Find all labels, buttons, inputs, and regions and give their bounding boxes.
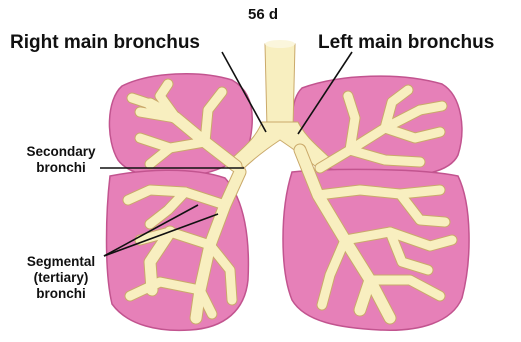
label-segmental-bronchi: Segmental (tertiary) bronchi — [18, 254, 104, 302]
label-left-main-bronchus: Left main bronchus — [318, 33, 494, 52]
label-secondary-bronchi: Secondary bronchi — [18, 144, 104, 176]
bronchus-branch — [132, 98, 150, 104]
stage-title: 56 d — [248, 7, 278, 22]
label-right-main-bronchus: Right main bronchus — [10, 33, 200, 52]
label-segmental-line-1: Segmental — [18, 254, 104, 270]
label-secondary-line-2: bronchi — [18, 160, 104, 176]
trachea-opening — [265, 40, 295, 48]
bronchus-branch — [318, 190, 440, 195]
bronchus-branch — [140, 112, 176, 118]
bronchus-branch — [420, 106, 442, 110]
label-secondary-line-1: Secondary — [18, 144, 104, 160]
trachea — [265, 44, 295, 128]
label-segmental-line-3: bronchi — [18, 286, 104, 302]
label-segmental-line-2: (tertiary) — [18, 270, 104, 286]
